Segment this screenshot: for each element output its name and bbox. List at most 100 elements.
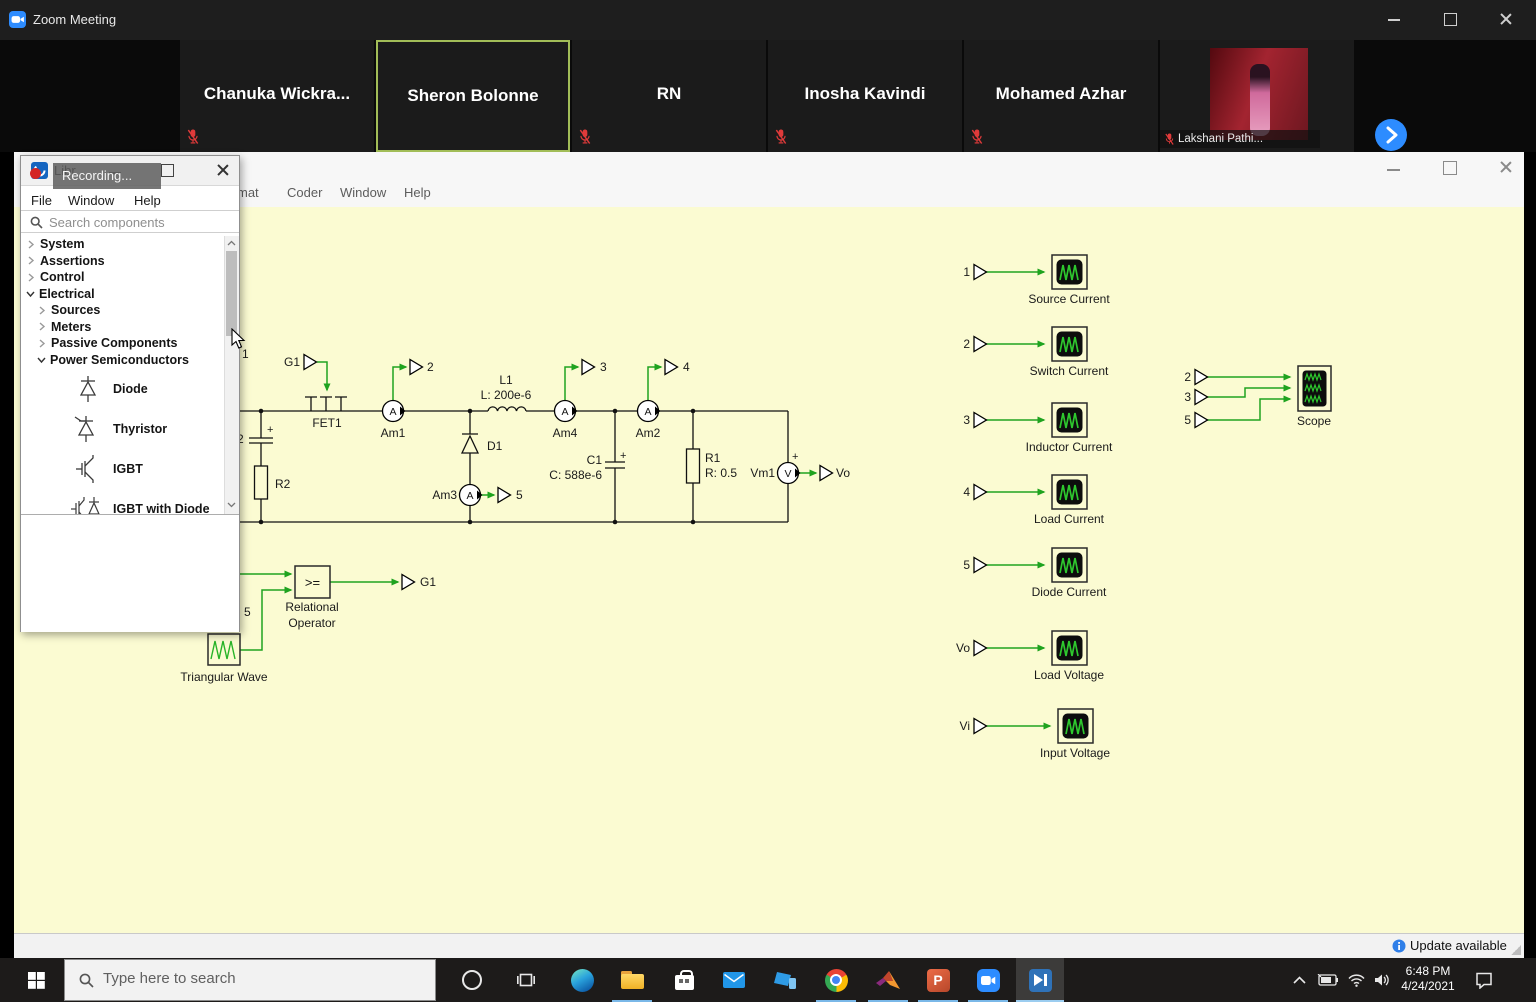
- thyristor-icon: [74, 416, 95, 442]
- search-input[interactable]: [47, 212, 221, 233]
- resistor-r2: [253, 465, 269, 500]
- mail-icon: [723, 972, 745, 988]
- scrollbar-thumb[interactable]: [226, 251, 237, 336]
- scroll-up-icon[interactable]: [227, 240, 236, 247]
- triangular-wave-block[interactable]: [207, 633, 241, 666]
- taskbar-item-matlab[interactable]: [864, 958, 912, 1002]
- tray-expand-button[interactable]: [1284, 958, 1314, 1002]
- menu-window[interactable]: Window: [340, 185, 387, 200]
- participant-tile-video[interactable]: Lakshani Pathi...: [1160, 40, 1354, 152]
- schematic-canvas[interactable]: A A A A V >=: [14, 207, 1524, 933]
- chevron-right-icon[interactable]: [27, 256, 35, 265]
- menu-format-partial[interactable]: mat: [237, 185, 259, 200]
- app-minimize-icon[interactable]: [1387, 169, 1400, 171]
- svg-text:Source Current: Source Current: [1028, 292, 1110, 306]
- menu-help[interactable]: Help: [134, 193, 161, 208]
- taskbar-item-store[interactable]: [660, 958, 708, 1002]
- relop-name-1: Relational: [285, 600, 338, 614]
- taskbar-item-your-phone[interactable]: [762, 958, 810, 1002]
- igbt-icon: [76, 455, 94, 483]
- zoom-close-icon[interactable]: [1499, 12, 1513, 26]
- powerpoint-icon: P: [926, 968, 950, 992]
- tree-item-control[interactable]: Control: [21, 269, 221, 286]
- menu-file[interactable]: File: [31, 193, 52, 208]
- ch evron-right-icon[interactable]: [27, 273, 35, 282]
- chevron-right-icon[interactable]: [38, 322, 46, 331]
- mouse-cursor: [231, 328, 246, 349]
- resize-grip[interactable]: [1511, 945, 1521, 955]
- participant-tile[interactable]: RN: [572, 40, 766, 152]
- component-item-diode[interactable]: Diode: [21, 369, 221, 409]
- chevron-right-icon[interactable]: [38, 339, 46, 348]
- participant-tile[interactable]: Mohamed Azhar: [964, 40, 1158, 152]
- tree-item-assertions[interactable]: Assertions: [21, 253, 221, 270]
- tree-item-electrical[interactable]: Electrical: [21, 286, 221, 303]
- taskbar-item-zoom[interactable]: [964, 958, 1012, 1002]
- tray-volume[interactable]: [1368, 958, 1396, 1002]
- taskbar-search-box[interactable]: [64, 959, 436, 1001]
- svg-text:A: A: [561, 406, 568, 418]
- library-close-icon[interactable]: [216, 163, 230, 177]
- multiscope-block[interactable]: [1297, 365, 1332, 412]
- taskbar-search-input[interactable]: [101, 969, 405, 988]
- taskbar-item-mail[interactable]: [710, 958, 758, 1002]
- out2-label: 2: [427, 360, 434, 374]
- taskbar: P: [0, 958, 1536, 1002]
- chevron-right-icon[interactable]: [38, 306, 46, 315]
- svg-text:1: 1: [963, 265, 970, 279]
- taskbar-item-powerpoint[interactable]: P: [914, 958, 962, 1002]
- meters[interactable]: A A A A V: [381, 399, 802, 507]
- l1-value: L: 200e-6: [481, 388, 532, 402]
- taskbar-item-plecs-active[interactable]: [1016, 958, 1064, 1002]
- tray-clock[interactable]: 6:48 PM 4/24/2021: [1394, 964, 1462, 994]
- tree-item-sources[interactable]: Sources: [21, 302, 221, 319]
- tree-item-power-semiconductors[interactable]: Power Semiconductors: [21, 352, 221, 369]
- resistor-r1: [685, 448, 701, 484]
- task-view-button[interactable]: [502, 958, 550, 1002]
- tree-item-passive-components[interactable]: Passive Components: [21, 335, 221, 352]
- menu-coder[interactable]: Coder: [287, 185, 323, 200]
- running-indicator: [868, 999, 908, 1002]
- scroll-down-icon[interactable]: [227, 501, 236, 508]
- power-circuit-wires[interactable]: [212, 396, 789, 523]
- cortana-button[interactable]: [448, 958, 496, 1002]
- participant-name: RN: [656, 84, 682, 103]
- tree-item-meters[interactable]: Meters: [21, 319, 221, 336]
- cortana-icon: [462, 970, 482, 990]
- chevron-right-icon[interactable]: [27, 240, 35, 249]
- zoom-maximize-icon[interactable]: [1444, 13, 1457, 26]
- menu-help[interactable]: Help: [404, 185, 431, 200]
- muted-mic-icon: [579, 129, 591, 144]
- participant-tile[interactable]: Chanuka Wickra...: [180, 40, 374, 152]
- relational-operator-block[interactable]: >=: [294, 565, 331, 599]
- library-maximize-icon[interactable]: [161, 164, 174, 177]
- chevron-down-icon[interactable]: [37, 356, 46, 364]
- tree-item-system[interactable]: System: [21, 236, 221, 253]
- taskbar-item-edge[interactable]: [558, 958, 606, 1002]
- update-available-status[interactable]: Update available: [1410, 938, 1507, 953]
- wifi-icon: [1347, 973, 1365, 987]
- app-maximize-icon[interactable]: [1443, 161, 1457, 175]
- action-center-button[interactable]: [1466, 958, 1502, 1002]
- r1-name: R1: [705, 451, 721, 465]
- capacitor-c2-branch: [249, 411, 273, 522]
- zoom-minimize-icon[interactable]: [1388, 19, 1400, 21]
- start-button[interactable]: [12, 958, 60, 1002]
- component-item-thyristor[interactable]: Thyristor: [21, 409, 221, 449]
- taskbar-item-chrome[interactable]: [812, 958, 860, 1002]
- next-participants-button[interactable]: [1375, 119, 1407, 151]
- svg-text:V: V: [784, 468, 791, 480]
- participant-tile[interactable]: Inosha Kavindi: [768, 40, 962, 152]
- chevron-down-icon[interactable]: [26, 290, 35, 298]
- tray-battery[interactable]: [1312, 958, 1342, 1002]
- relop-out-label: G1: [420, 575, 436, 589]
- matlab-icon: [876, 971, 900, 989]
- menu-window[interactable]: Window: [68, 193, 115, 208]
- app-close-icon[interactable]: [1499, 160, 1513, 174]
- component-item-igbt[interactable]: IGBT: [21, 449, 221, 489]
- tray-wifi[interactable]: [1342, 958, 1370, 1002]
- taskbar-item-file-explorer[interactable]: [608, 958, 656, 1002]
- participant-tile-active-speaker[interactable]: Sheron Bolonne: [376, 40, 570, 152]
- muted-mic-icon: [971, 129, 983, 144]
- muted-mic-icon: [1165, 133, 1174, 145]
